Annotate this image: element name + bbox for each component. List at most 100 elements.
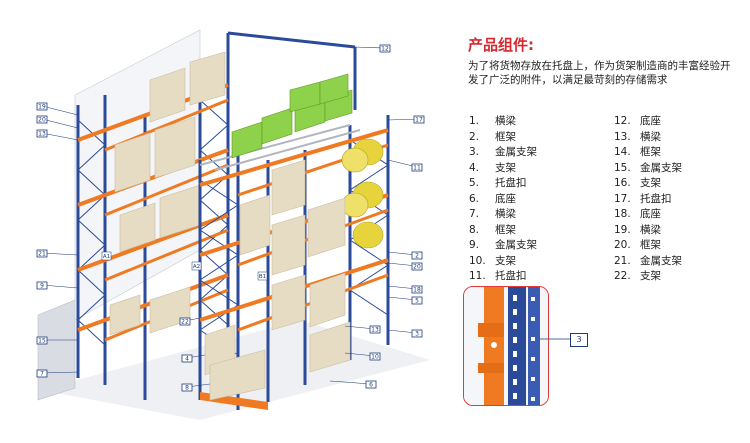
callout-13: 13 bbox=[36, 129, 79, 141]
component-label: 支架 bbox=[640, 270, 661, 282]
component-label: 金属支架 bbox=[495, 239, 537, 251]
component-item: 20. 框架 bbox=[614, 238, 682, 254]
component-number: 22. bbox=[614, 270, 631, 282]
component-item: 2. 框架 bbox=[469, 130, 537, 146]
aisle-label-a2: A2 bbox=[193, 264, 200, 270]
leader-line bbox=[41, 284, 79, 289]
component-item: 18. 底座 bbox=[614, 207, 682, 223]
component-number: 2. bbox=[469, 130, 480, 143]
component-label: 底座 bbox=[640, 208, 661, 220]
component-label: 底座 bbox=[640, 115, 661, 127]
component-item: 12. 底座 bbox=[614, 114, 682, 130]
component-number: 21. bbox=[614, 254, 631, 267]
component-number: 13. bbox=[614, 130, 631, 143]
component-item: 15. 金属支架 bbox=[614, 161, 682, 177]
callout-number: 3 bbox=[415, 331, 419, 338]
component-item: 14. 框架 bbox=[614, 145, 682, 161]
callout-22: 22 bbox=[179, 317, 201, 326]
component-label: 框架 bbox=[495, 130, 516, 143]
component-label: 横梁 bbox=[495, 115, 516, 127]
component-label: 金属支架 bbox=[640, 161, 682, 174]
right-rack bbox=[198, 73, 390, 410]
callout-18: 18 bbox=[387, 285, 423, 294]
callout-20: 20 bbox=[387, 262, 423, 271]
callout-number: 4 bbox=[185, 356, 189, 363]
aisle-label-a1: A1 bbox=[103, 254, 110, 260]
aisle-label: A1 bbox=[101, 251, 112, 261]
callout-number: 5 bbox=[415, 298, 419, 305]
callout-number: 13 bbox=[371, 327, 379, 334]
callout-number: 15 bbox=[38, 338, 46, 345]
callout-7: 7 bbox=[36, 369, 79, 378]
callout-number: 17 bbox=[415, 117, 423, 124]
component-item: 1. 横梁 bbox=[469, 114, 537, 130]
callout-15: 15 bbox=[36, 336, 78, 345]
component-number: 8. bbox=[469, 223, 480, 236]
callout-9: 9 bbox=[36, 281, 79, 290]
component-item: 8.框架 bbox=[469, 223, 537, 239]
aisle-label: A2 bbox=[191, 261, 202, 271]
callout-5: 5 bbox=[387, 296, 423, 305]
component-label: 支架 bbox=[640, 177, 661, 189]
component-label: 框架 bbox=[640, 239, 661, 251]
callout-6: 6 bbox=[329, 380, 377, 389]
callout-3: 3 bbox=[387, 329, 423, 338]
component-number: 5. bbox=[469, 177, 480, 189]
component-number: 9. bbox=[469, 239, 480, 251]
component-number: 1. bbox=[469, 115, 480, 127]
callout-20: 20 bbox=[36, 115, 79, 129]
callout-number: 20 bbox=[38, 117, 46, 124]
detail-callout: 3 bbox=[570, 333, 588, 347]
detail-illustration bbox=[464, 287, 548, 405]
component-item: 6. 底座 bbox=[469, 192, 537, 208]
leader-line bbox=[41, 105, 79, 116]
callout-number: 10 bbox=[371, 354, 379, 361]
component-item: 3. 金属支架 bbox=[469, 145, 537, 161]
callout-4: 4 bbox=[181, 354, 206, 363]
leader-line bbox=[41, 132, 79, 141]
component-number: 19. bbox=[614, 223, 631, 236]
component-label: 支架 bbox=[495, 254, 516, 267]
leader-line bbox=[41, 371, 79, 374]
component-label: 横梁 bbox=[640, 130, 661, 143]
detail-inset bbox=[463, 286, 549, 406]
callout-number: 13 bbox=[38, 131, 46, 138]
component-item: 9. 金属支架 bbox=[469, 238, 537, 254]
callout-2: 2 bbox=[387, 251, 423, 260]
callout-number: 18 bbox=[413, 287, 421, 294]
aisle-label-b1: B1 bbox=[259, 274, 266, 280]
component-number: 6. bbox=[469, 192, 480, 205]
component-label: 底座 bbox=[495, 192, 516, 205]
component-item: 21. 金属支架 bbox=[614, 254, 682, 270]
component-label: 框架 bbox=[640, 146, 661, 158]
component-number: 12. bbox=[614, 115, 631, 127]
callout-19: 19 bbox=[36, 102, 79, 116]
component-number: 15. bbox=[614, 161, 631, 174]
component-label: 金属支架 bbox=[495, 146, 537, 158]
component-item: 4.支架 bbox=[469, 161, 537, 177]
page-title: 产品组件: bbox=[468, 36, 534, 54]
component-label: 托盘扣 bbox=[495, 270, 527, 282]
component-number: 20. bbox=[614, 239, 631, 251]
component-number: 14. bbox=[614, 146, 631, 158]
component-number: 7. bbox=[469, 208, 480, 220]
callout-number: 2 bbox=[415, 253, 419, 260]
component-label: 金属支架 bbox=[640, 254, 682, 267]
callout-number: 7 bbox=[40, 371, 44, 378]
component-label: 托盘扣 bbox=[495, 177, 527, 189]
component-item: 7.横梁 bbox=[469, 207, 537, 223]
callout-number: 11 bbox=[413, 165, 421, 172]
callout-number: 20 bbox=[413, 264, 421, 271]
component-number: 11. bbox=[469, 270, 486, 282]
callout-21: 21 bbox=[36, 249, 79, 258]
callout-10: 10 bbox=[344, 352, 381, 361]
callout-number: 21 bbox=[38, 251, 46, 258]
callout-number: 22 bbox=[181, 319, 189, 326]
intro-text: 为了将货物存放在托盘上，作为货架制造商的丰富经验开发了广泛的附件，以满足最苛刻的… bbox=[468, 60, 731, 86]
component-label: 支架 bbox=[495, 161, 516, 174]
component-label: 托盘扣 bbox=[640, 192, 672, 205]
component-number: 3. bbox=[469, 146, 480, 158]
component-number: 18. bbox=[614, 208, 631, 220]
